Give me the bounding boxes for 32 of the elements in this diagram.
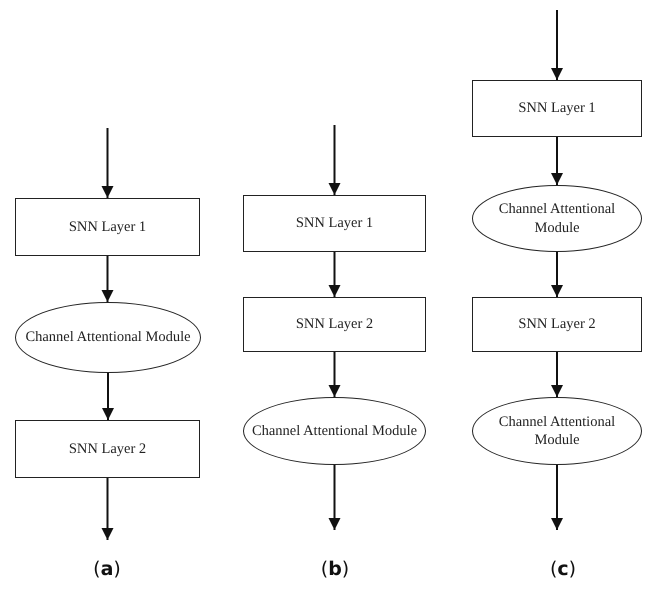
panel-label: (c) [548, 558, 578, 580]
arrow [551, 352, 563, 397]
node-label: SNN Layer 2 [68, 440, 146, 458]
layer-box [15, 198, 200, 256]
arrow [328, 465, 340, 530]
arrow [102, 256, 114, 302]
node-label: SNN Layer 1 [518, 99, 596, 118]
arrow [102, 128, 114, 198]
layer-box [15, 420, 200, 478]
arrow [328, 252, 340, 297]
layer-box [472, 80, 642, 137]
arrow [551, 465, 563, 530]
node-label: SNN Layer 1 [296, 214, 374, 233]
node-label: SNN Layer 2 [518, 315, 596, 334]
layer-box [243, 195, 426, 252]
node-label: SNN Layer 1 [68, 218, 146, 236]
node-label: Channel Attentional Module [498, 412, 616, 450]
arrow [328, 125, 340, 195]
node-label: Channel Attentional Module [252, 422, 418, 440]
arrow [551, 252, 563, 297]
node-label: Channel Attentional Module [498, 200, 616, 237]
panel-label: (b) [320, 558, 350, 580]
node-label: Channel Attentional Module [25, 328, 191, 347]
arrow [551, 137, 563, 185]
layer-box [472, 297, 642, 352]
panel-label: (a) [92, 558, 122, 580]
layer-box [243, 297, 426, 352]
node-label: SNN Layer 2 [296, 315, 374, 334]
arrow [551, 10, 563, 80]
arrow [328, 352, 340, 397]
arrow [102, 373, 114, 420]
arrow [102, 478, 114, 540]
